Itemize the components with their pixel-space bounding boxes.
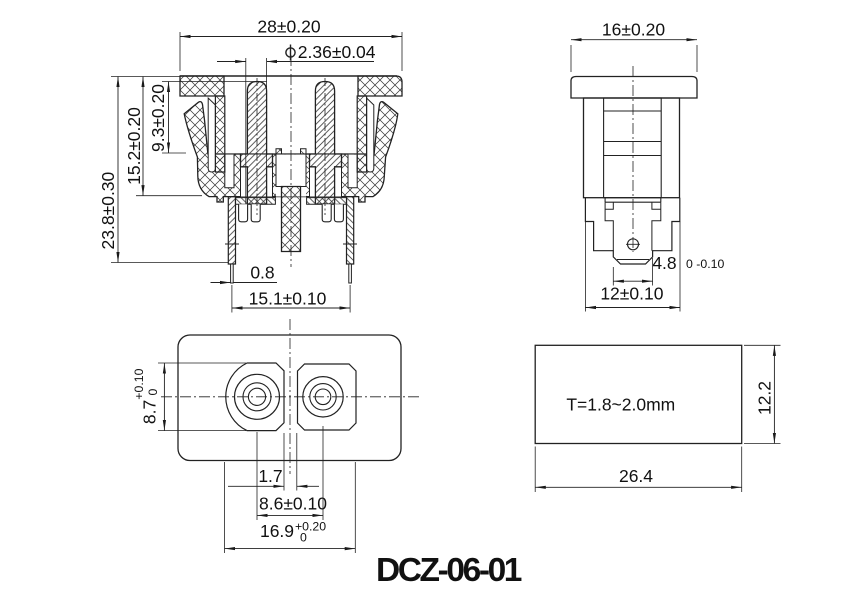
svg-text:0.8: 0.8 bbox=[250, 263, 274, 283]
svg-text:0: 0 bbox=[146, 389, 160, 396]
svg-text:15.2±0.20: 15.2±0.20 bbox=[124, 107, 144, 185]
svg-text:2.36±0.04: 2.36±0.04 bbox=[298, 42, 376, 62]
svg-text:4.8: 4.8 bbox=[652, 253, 676, 273]
svg-text:9.3±0.20: 9.3±0.20 bbox=[148, 84, 168, 152]
svg-text:23.8±0.30: 23.8±0.30 bbox=[98, 171, 118, 249]
svg-text:+0.10: +0.10 bbox=[132, 368, 146, 399]
svg-text:DCZ-06-01: DCZ-06-01 bbox=[376, 552, 522, 589]
svg-text:26.4: 26.4 bbox=[619, 466, 653, 486]
svg-text:8.6±0.10: 8.6±0.10 bbox=[259, 494, 327, 514]
svg-text:12.2: 12.2 bbox=[755, 381, 775, 415]
svg-text:8.7: 8.7 bbox=[140, 400, 160, 424]
svg-text:12±0.10: 12±0.10 bbox=[600, 284, 663, 304]
svg-text:0 -0.10: 0 -0.10 bbox=[686, 257, 724, 271]
svg-text:15.1±0.10: 15.1±0.10 bbox=[249, 289, 327, 309]
svg-text:28±0.20: 28±0.20 bbox=[257, 17, 320, 37]
svg-text:1.7: 1.7 bbox=[258, 466, 282, 486]
svg-text:0: 0 bbox=[300, 531, 307, 545]
svg-text:16.9: 16.9 bbox=[260, 521, 294, 541]
svg-text:T=1.8~2.0mm: T=1.8~2.0mm bbox=[566, 394, 675, 414]
svg-text:16±0.20: 16±0.20 bbox=[602, 19, 665, 39]
svg-text:+0.20: +0.20 bbox=[295, 520, 326, 534]
